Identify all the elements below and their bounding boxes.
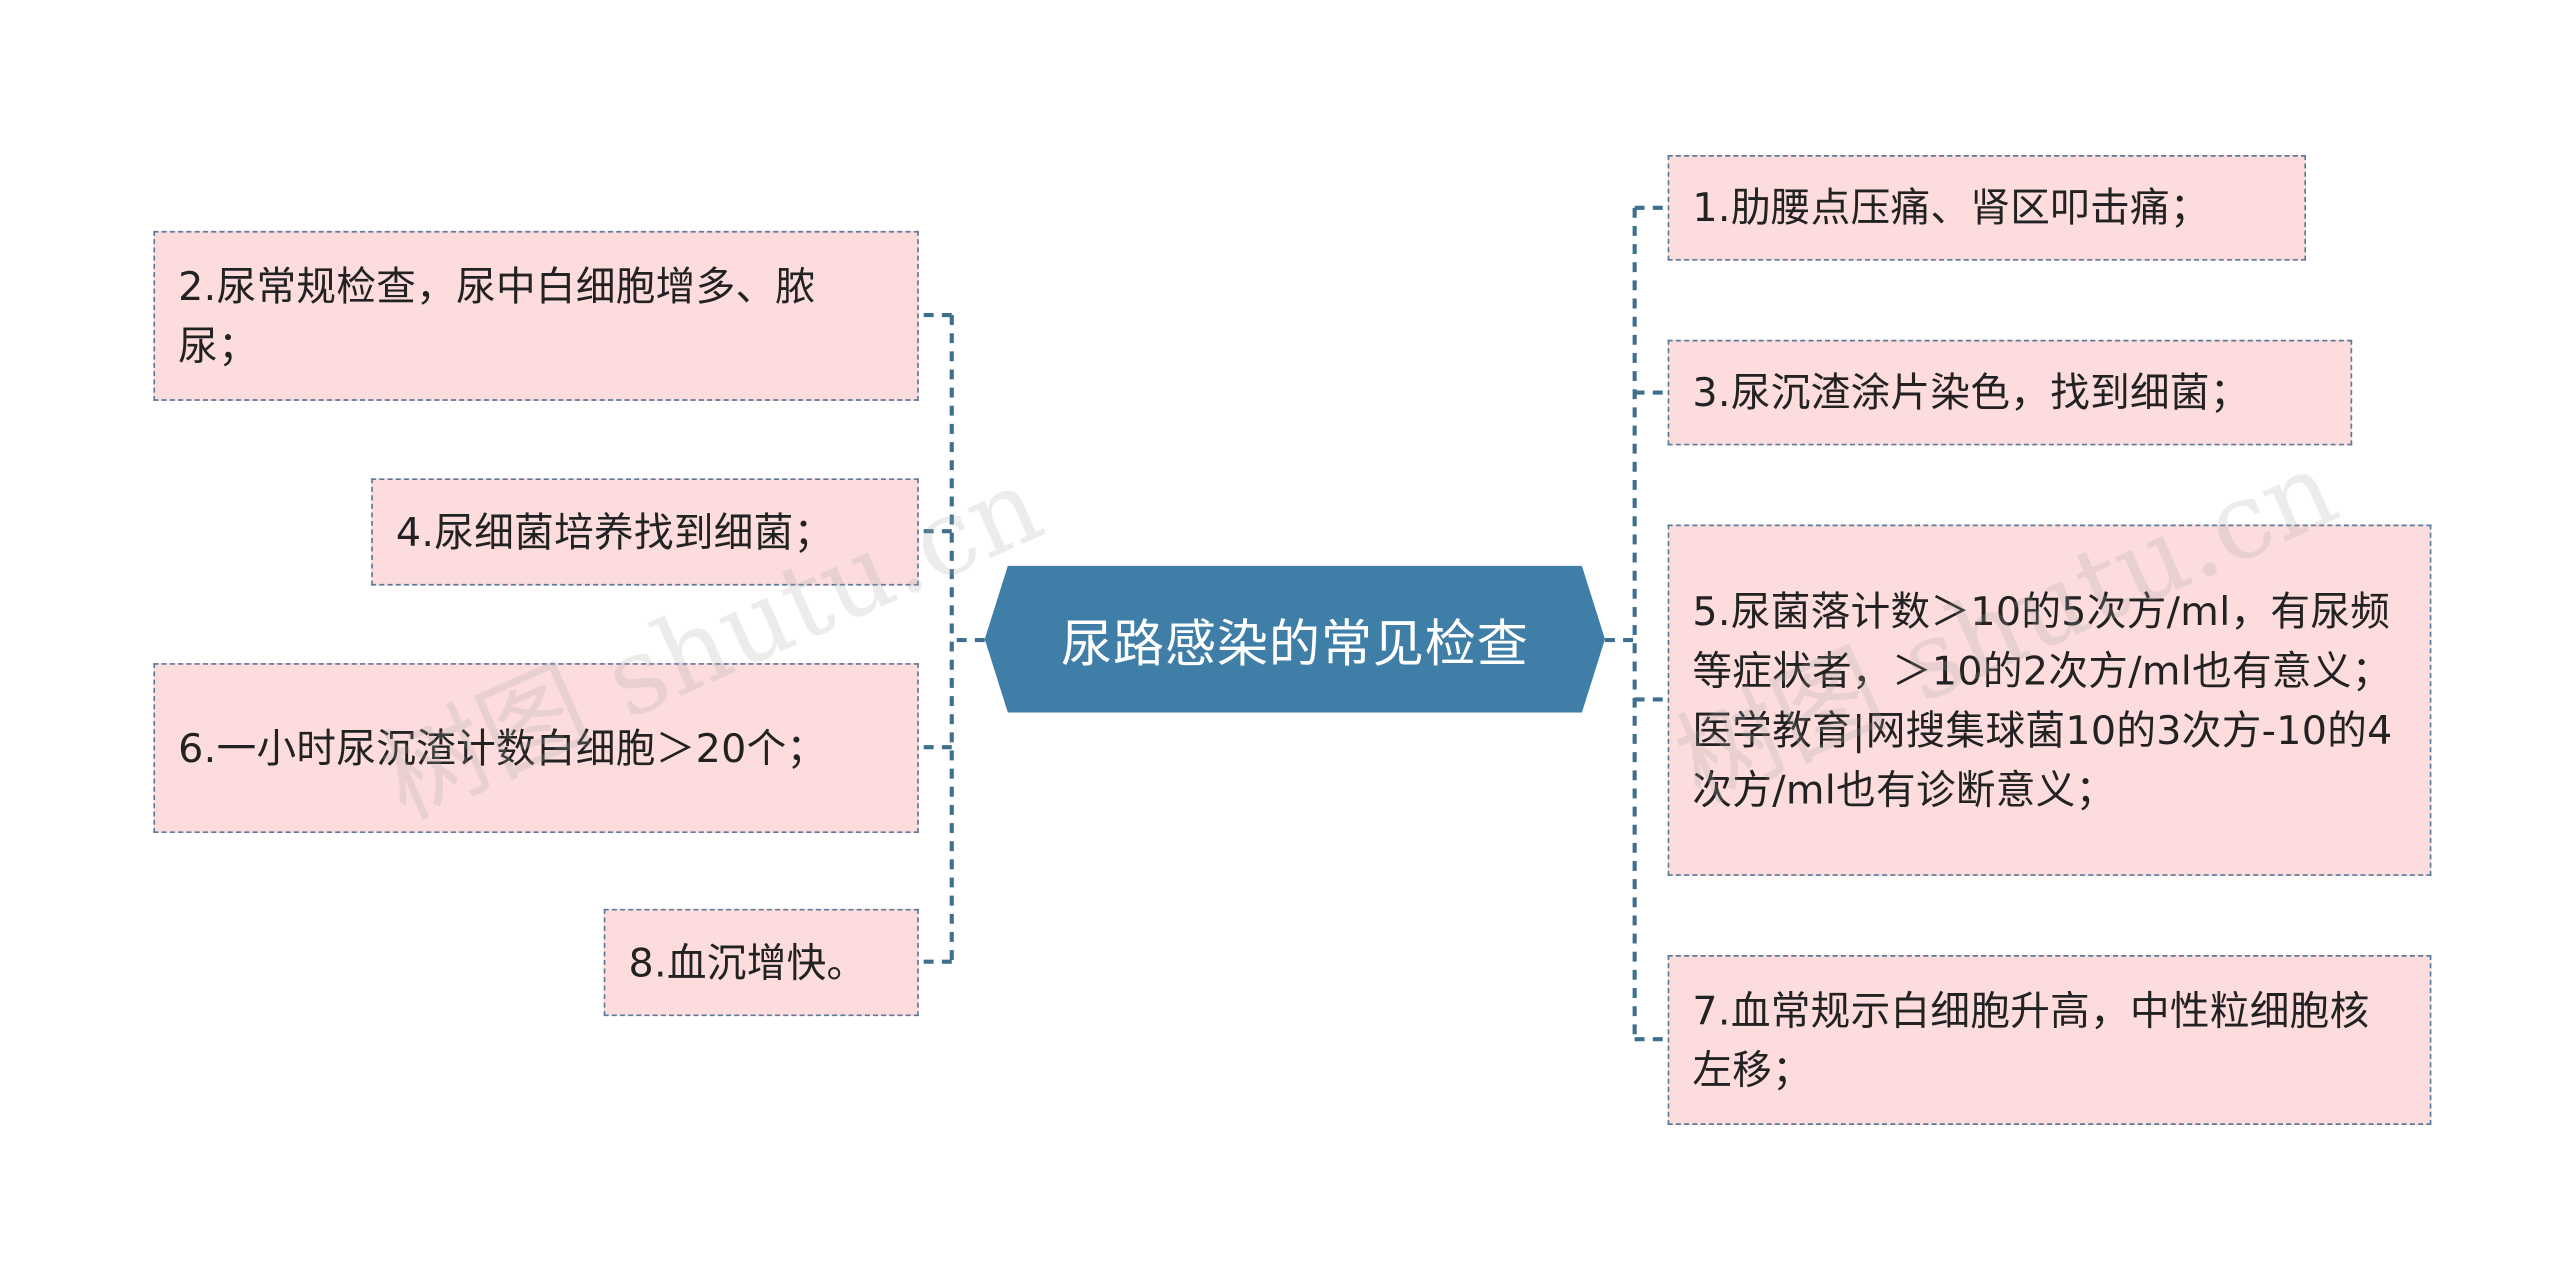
node-text: 6.一小时尿沉渣计数白细胞＞20个； — [178, 724, 827, 772]
node-text: 4.尿细菌培养找到细菌； — [395, 508, 834, 556]
node-text: 3.尿沉渣涂片染色，找到细菌； — [1692, 369, 2250, 416]
node-blood-routine[interactable]: 7.血常规示白细胞升高，中性粒细胞核左移； — [1667, 955, 2432, 1125]
root-label: 尿路感染的常见检查 — [1061, 615, 1529, 675]
node-urine-routine[interactable]: 2.尿常规检查，尿中白细胞增多、脓尿； — [153, 230, 919, 401]
node-text: 5.尿菌落计数＞10的5次方/ml，有尿频等症状者，＞10的2次方/ml也有意义… — [1692, 588, 2393, 813]
node-text: 7.血常规示白细胞升高，中性粒细胞核左移； — [1692, 987, 2370, 1093]
node-text: 1.肋腰点压痛、肾区叩击痛； — [1692, 184, 2210, 231]
node-urine-culture[interactable]: 4.尿细菌培养找到细菌； — [371, 478, 919, 586]
node-text: 2.尿常规检查，尿中白细胞增多、脓尿； — [178, 263, 816, 369]
root-topic[interactable]: 尿路感染的常见检查 — [984, 565, 1605, 713]
root-shape — [984, 565, 1605, 713]
node-esr[interactable]: 8.血沉增快。 — [603, 908, 919, 1017]
node-text: 8.血沉增快。 — [628, 939, 867, 986]
node-tenderness[interactable]: 1.肋腰点压痛、肾区叩击痛； — [1667, 155, 2307, 261]
node-colony-count[interactable]: 5.尿菌落计数＞10的5次方/ml，有尿频等症状者，＞10的2次方/ml也有意义… — [1667, 524, 2432, 876]
node-hourly-sediment[interactable]: 6.一小时尿沉渣计数白细胞＞20个； — [153, 663, 919, 833]
node-sediment-smear[interactable]: 3.尿沉渣涂片染色，找到细菌； — [1667, 339, 2353, 446]
